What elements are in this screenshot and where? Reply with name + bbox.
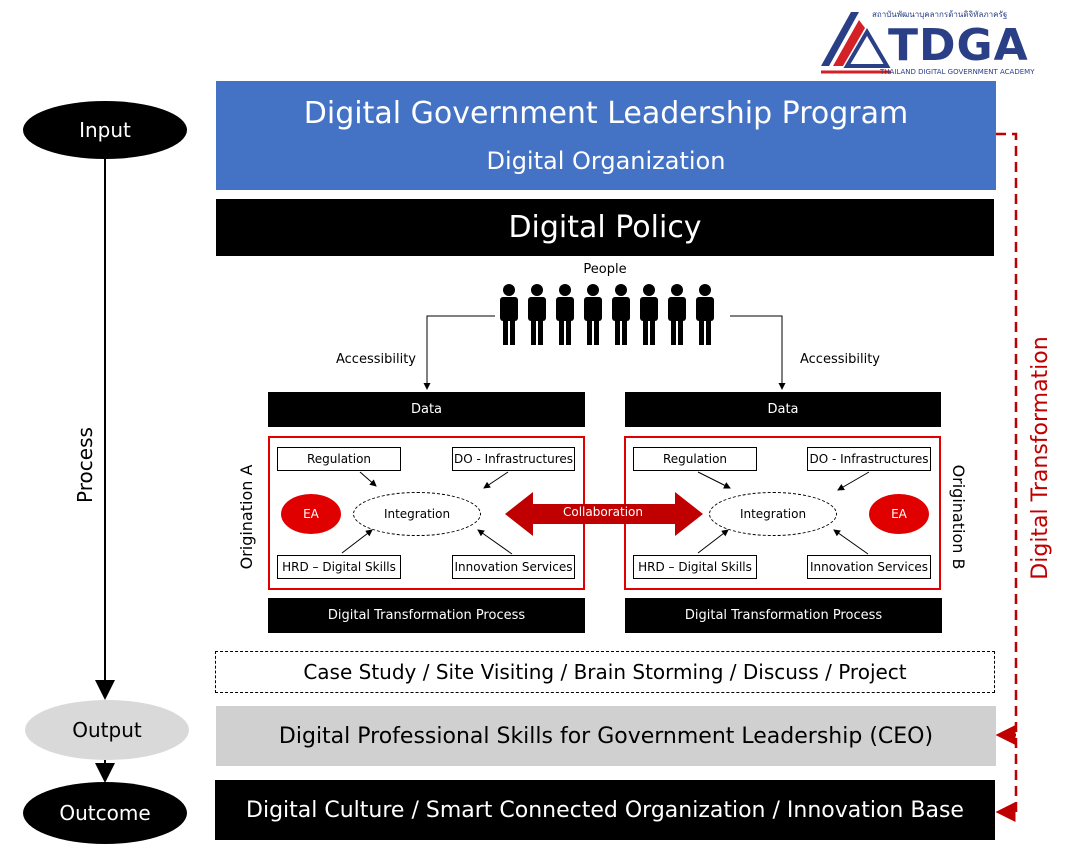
- data-bar-a: Data: [268, 392, 585, 427]
- transformation-process-bar-b: Digital Transformation Process: [625, 598, 942, 633]
- logo-wordmark: TDGA: [888, 20, 1029, 71]
- logo-thai-text: สถาบันพัฒนาบุคลากรด้านดิจิทัลภาครัฐ: [872, 10, 1008, 19]
- digital-transformation-label: Digital Transformation: [1027, 336, 1053, 580]
- outcome-culture-bar: Digital Culture / Smart Connected Organi…: [215, 780, 995, 840]
- program-subtitle: Digital Organization: [486, 146, 726, 175]
- output-skills-bar: Digital Professional Skills for Governme…: [216, 706, 996, 766]
- people-icon-row: [500, 284, 714, 345]
- data-bar-b: Data: [625, 392, 941, 427]
- digital-policy-bar: Digital Policy: [216, 199, 994, 256]
- accessibility-arrow-left: [423, 315, 495, 390]
- innovation-box-a: Innovation Services: [452, 555, 575, 579]
- logo-subtitle: THAILAND DIGITAL GOVERNMENT ACADEMY: [880, 68, 1035, 76]
- org-a-arrows: [341, 471, 513, 555]
- infrastructures-box-a: DO - Infrastructures: [452, 447, 575, 471]
- accessibility-label-left: Accessibility: [336, 352, 416, 367]
- integration-ellipse-b: Integration: [709, 492, 837, 536]
- origination-a-label: Origination A: [236, 464, 256, 570]
- integration-ellipse-a: Integration: [353, 492, 481, 536]
- collaboration-label: Collaboration: [563, 505, 643, 519]
- digital-transformation-loop: [995, 132, 1018, 822]
- infrastructures-box-b: DO - Infrastructures: [807, 447, 931, 471]
- program-title: Digital Government Leadership Program: [303, 95, 909, 131]
- people-label: People: [583, 262, 627, 277]
- org-b-arrows: [697, 471, 870, 555]
- hrd-box-a: HRD – Digital Skills: [277, 555, 401, 579]
- output-oval: Output: [25, 700, 189, 760]
- ea-circle-a: EA: [281, 494, 341, 534]
- transformation-process-bar-a: Digital Transformation Process: [268, 598, 585, 633]
- program-banner: Digital Government Leadership Program Di…: [216, 81, 996, 190]
- regulation-box-a: Regulation: [277, 447, 401, 471]
- tdga-logo-mark: [821, 12, 891, 74]
- ea-circle-b: EA: [869, 494, 929, 534]
- accessibility-label-right: Accessibility: [800, 352, 880, 367]
- person-icon: [500, 284, 518, 345]
- origination-b-label: Origination B: [949, 464, 969, 570]
- accessibility-arrow-right: [730, 315, 786, 390]
- process-label: Process: [73, 427, 97, 503]
- outcome-oval: Outcome: [23, 782, 187, 844]
- regulation-box-b: Regulation: [633, 447, 757, 471]
- collaboration-arrow: [505, 492, 703, 536]
- activities-bar: Case Study / Site Visiting / Brain Storm…: [215, 651, 995, 693]
- hrd-box-b: HRD – Digital Skills: [633, 555, 757, 579]
- input-oval: Input: [23, 101, 187, 159]
- innovation-box-b: Innovation Services: [807, 555, 931, 579]
